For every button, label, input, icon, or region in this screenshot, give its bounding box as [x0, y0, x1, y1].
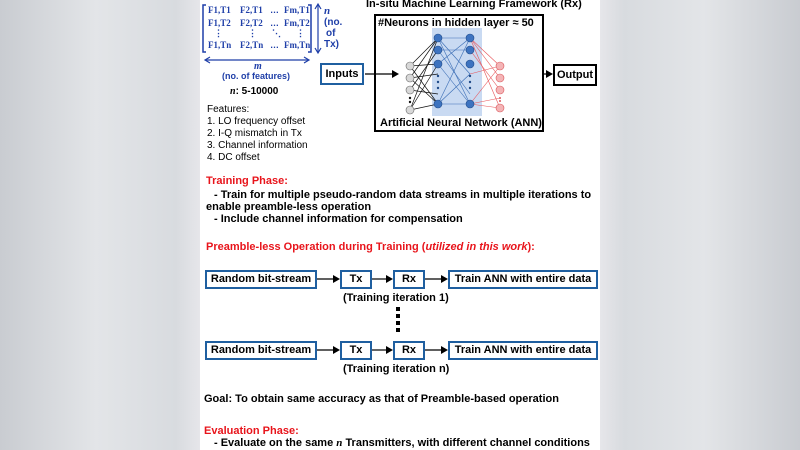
flow1-rx: Rx	[393, 270, 425, 289]
matrix-cell: …	[270, 40, 279, 50]
matrix-cell: F2,T1	[240, 5, 263, 15]
flow1-train-ann: Train ANN with entire data	[448, 270, 598, 289]
feature-item: 4. DC offset	[207, 152, 260, 163]
n-range: n: 5-10000	[230, 86, 278, 97]
matrix-brackets	[202, 2, 322, 64]
matrix-cell: …	[270, 5, 279, 15]
neurons-label: #Neurons in hidden layer ≈ 50	[378, 17, 534, 29]
flow1-random-bitstream: Random bit-stream	[205, 270, 317, 289]
n-desc: (no.	[324, 17, 343, 28]
n-desc: Tx)	[324, 39, 339, 50]
evaluation-line-pre: - Evaluate on the same	[214, 437, 337, 449]
m-label: m	[254, 61, 262, 72]
feature-item: 1. LO frequency offset	[207, 116, 306, 127]
preamble-heading-close: ):	[527, 241, 535, 253]
n-range-var: n	[230, 86, 236, 97]
matrix-cell: Fm,T2	[284, 18, 310, 28]
n-desc: of	[326, 28, 336, 39]
flow1-tx: Tx	[340, 270, 372, 289]
m-desc: (no. of features)	[222, 71, 291, 81]
matrix-cell: Fm,T1	[284, 5, 310, 15]
feature-matrix: F1,T1 F2,T1 … Fm,T1 F1,T2 F2,T2 … Fm,T2 …	[200, 0, 350, 81]
matrix-cell: F1,T2	[208, 18, 231, 28]
matrix-cell: ⋮	[248, 28, 257, 38]
flow2-caption: (Training iteration n)	[343, 363, 450, 375]
matrix-cell: …	[270, 18, 279, 28]
goal-text: Goal: To obtain same accuracy as that of…	[204, 393, 559, 405]
flow2-tx: Tx	[340, 341, 372, 360]
ann-label: Artificial Neural Network (ANN)	[380, 117, 542, 129]
matrix-cell: F1,Tn	[208, 40, 232, 50]
slide: F1,T1 F2,T1 … Fm,T1 F1,T2 F2,T2 … Fm,T2 …	[200, 0, 600, 450]
preamble-heading-emphasis: utilized in this work	[425, 241, 528, 253]
flow-arrows	[317, 275, 448, 354]
matrix-cell: F1,T1	[208, 5, 231, 15]
flow2-train-ann: Train ANN with entire data	[448, 341, 598, 360]
evaluation-line-post: Transmitters, with different channel con…	[342, 437, 590, 449]
n-label: n	[324, 5, 331, 17]
flow1-caption: (Training iteration 1)	[343, 292, 449, 304]
inputs-box: Inputs	[320, 63, 364, 85]
framework-title: In-situ Machine Learning Framework (Rx)	[366, 0, 582, 10]
feature-item: 2. I-Q mismatch in Tx	[207, 128, 302, 139]
evaluation-heading: Evaluation Phase:	[204, 425, 299, 437]
iteration-ellipsis	[396, 307, 400, 332]
flow2-random-bitstream: Random bit-stream	[205, 341, 317, 360]
evaluation-line-var: n	[336, 437, 343, 449]
preamble-heading: Preamble-less Operation during Training …	[206, 241, 535, 253]
output-box: Output	[553, 64, 597, 86]
matrix-cell: F2,T2	[240, 18, 263, 28]
training-line: - Train for multiple pseudo-random data …	[214, 189, 592, 201]
n-range-value: : 5-10000	[235, 86, 279, 97]
flow2-rx: Rx	[393, 341, 425, 360]
training-heading: Training Phase:	[206, 175, 288, 187]
matrix-cell: ⋱	[272, 28, 281, 38]
features-list: Features: 1. LO frequency offset 2. I-Q …	[207, 104, 308, 164]
feature-item: 3. Channel information	[207, 140, 308, 151]
matrix-cell: Fm,Tn	[284, 40, 311, 50]
matrix-cell: ⋮	[214, 28, 223, 38]
preamble-heading-main: Preamble-less Operation during Training …	[206, 241, 426, 253]
matrix-cell: F2,Tn	[240, 40, 264, 50]
matrix-cell: ⋮	[296, 28, 305, 38]
training-line: - Include channel information for compen…	[214, 213, 463, 225]
features-title: Features:	[207, 104, 250, 115]
io-arrows	[365, 70, 553, 78]
neural-network-graphic	[405, 33, 505, 115]
evaluation-line: - Evaluate on the same n Transmitters, w…	[214, 437, 590, 449]
training-line: enable preamble-less operation	[206, 201, 372, 213]
